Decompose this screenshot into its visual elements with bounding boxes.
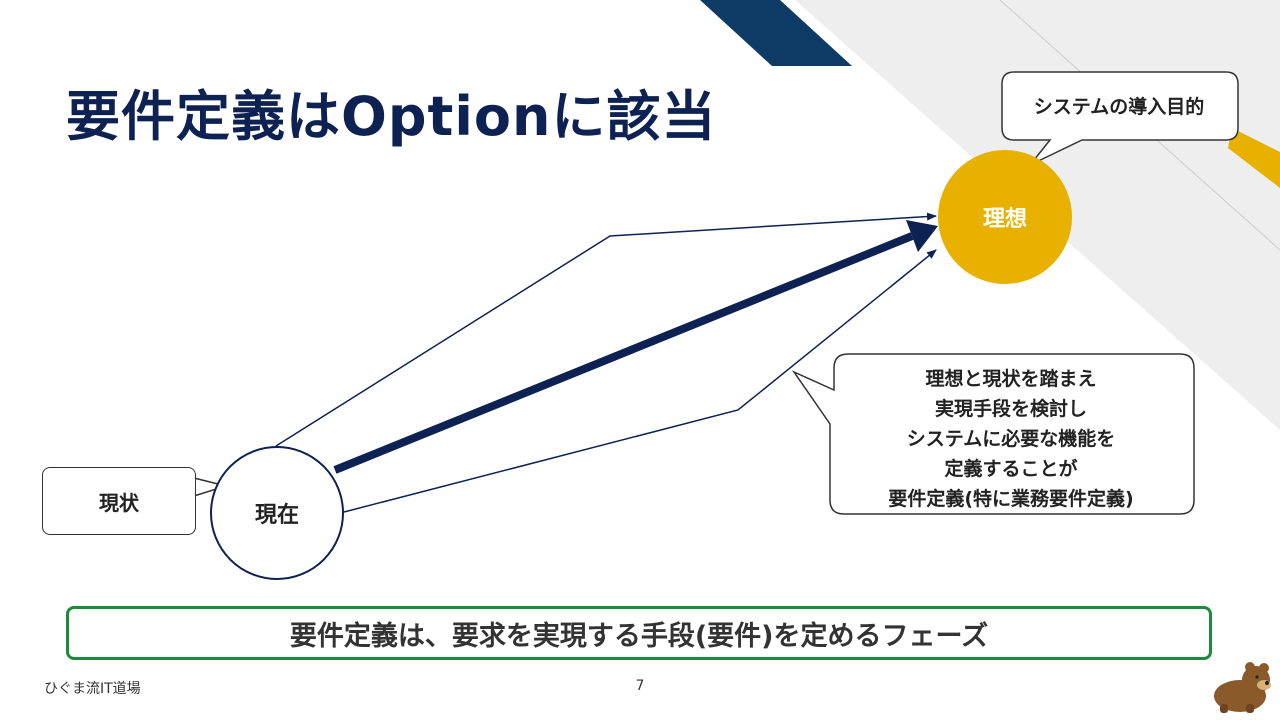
explanation-text: 理想と現状を踏まえ 実現手段を検討し システムに必要な機能を 定義することが 要… xyxy=(836,364,1186,514)
explanation-line: 要件定義(特に業務要件定義) xyxy=(888,488,1134,510)
page-number: 7 xyxy=(635,678,645,694)
goal-speech-bubble xyxy=(1001,71,1239,166)
gold-diagonal-stripe xyxy=(1228,128,1280,188)
current-node-label: 現在 xyxy=(254,503,299,528)
ideal-node xyxy=(938,150,1072,284)
slide-title: 要件定義はOptionに該当 xyxy=(66,85,717,148)
footer-brand: ひぐま流IT道場 xyxy=(44,681,141,697)
summary-box: 要件定義は、要求を実現する手段(要件)を定めるフェーズ xyxy=(66,606,1212,660)
main-path-arrow xyxy=(333,232,914,474)
explanation-speech-bubble xyxy=(791,353,1195,515)
main-arrow-head xyxy=(906,220,938,252)
summary-text: 要件定義は、要求を実現する手段(要件)を定めるフェーズ xyxy=(289,620,989,652)
explanation-line: 理想と現状を踏まえ xyxy=(925,368,1097,390)
explanation-line: システムに必要な機能を xyxy=(906,428,1116,450)
lower-path-arrow xyxy=(343,249,937,513)
upper-path-arrow xyxy=(275,212,937,447)
current-state-label: 現状 xyxy=(99,490,139,515)
navy-diagonal-stripe xyxy=(700,0,852,66)
explanation-line: 定義することが xyxy=(944,458,1078,480)
current-state-bubble: 現状 xyxy=(42,467,196,535)
bear-mascot-icon xyxy=(1214,662,1271,713)
ideal-node-label: 理想 xyxy=(982,207,1027,232)
explanation-line: 実現手段を検討し xyxy=(934,398,1087,420)
current-node xyxy=(210,446,344,580)
goal-bubble-label: システムの導入目的 xyxy=(1033,96,1205,118)
